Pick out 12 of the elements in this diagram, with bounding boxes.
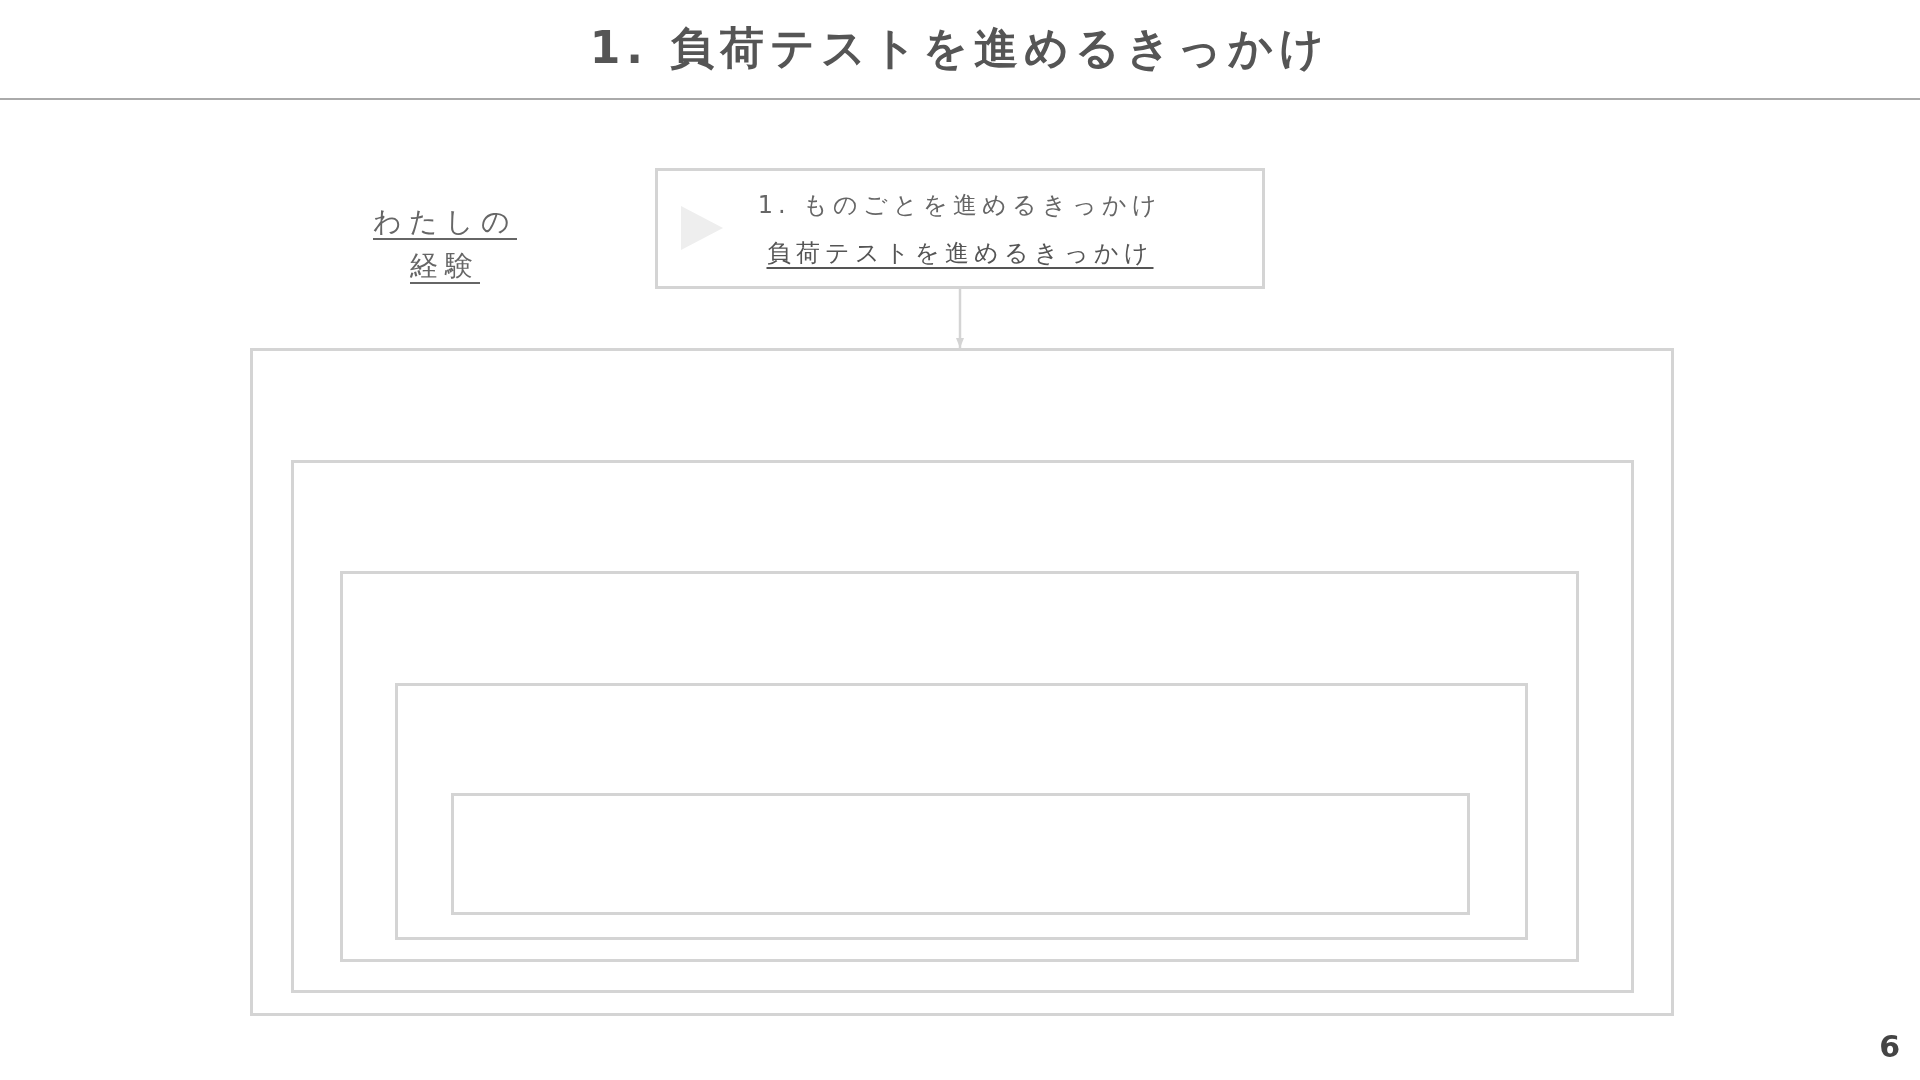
nested-frame (451, 793, 1470, 915)
box-heading: 1. ものごとを進めるきっかけ (757, 189, 1163, 221)
box-link-text: 負荷テストを進めるきっかけ (766, 237, 1154, 269)
arrow (956, 289, 964, 348)
side-label: わたしの経験 (372, 204, 518, 284)
slide-title: 1. 負荷テストを進めるきっかけ (588, 21, 1332, 75)
nested-frame (340, 571, 1579, 962)
page-number: 6 (1879, 1028, 1900, 1066)
nested-frame (291, 460, 1634, 993)
nested-frame (395, 683, 1528, 940)
nested-frame (250, 348, 1674, 1016)
text-box (655, 168, 1265, 289)
